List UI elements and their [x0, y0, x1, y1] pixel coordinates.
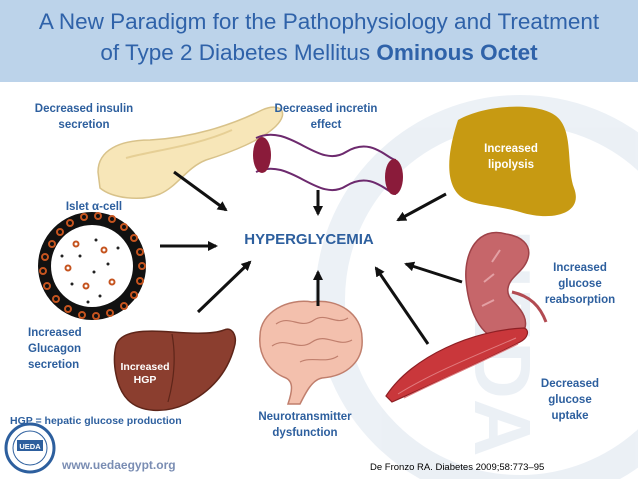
label-glucagon-line-3: secretion: [28, 359, 80, 371]
label-uptake-line-3: uptake: [551, 410, 589, 422]
label-lipolysis: Increased lipolysis: [466, 141, 556, 173]
ueda-logo: UEDA: [4, 422, 56, 474]
kidney-illustration: [465, 231, 548, 343]
arrow-reabsorption: [404, 261, 463, 284]
label-insulin-line-2: secretion: [58, 119, 110, 131]
label-glucagon-line-1: Increased: [28, 327, 82, 339]
label-neuro-line-1: Neurotransmitter: [258, 411, 352, 423]
label-lipolysis-line-2: lipolysis: [487, 159, 535, 171]
pancreas-illustration: [97, 106, 284, 199]
label-reabsorption: Increased glucose reabsorption: [530, 260, 630, 308]
website-link[interactable]: www.uedaegypt.org: [62, 458, 176, 472]
muscle-illustration: [385, 327, 529, 403]
islet-cell-illustration: [38, 212, 146, 320]
brain-illustration: [259, 300, 363, 405]
lipolysis-blob: [449, 106, 576, 217]
logo-text: UEDA: [19, 442, 41, 451]
label-incretin-line-1: Decreased incretin: [274, 103, 378, 115]
arrow-lipolysis: [396, 192, 447, 222]
title-line-2: of Type 2 Diabetes Mellitus Ominous Octe…: [0, 37, 638, 68]
label-glucagon: Increased Glucagon secretion: [28, 325, 118, 373]
title-banner: [0, 0, 638, 82]
title-line-2-prefix: of Type 2 Diabetes Mellitus: [100, 40, 371, 65]
label-reabsorption-line-3: reabsorption: [544, 294, 616, 306]
liver-illustration: [113, 328, 236, 412]
label-reabsorption-line-2: glucose: [558, 278, 602, 290]
label-incretin-line-2: effect: [310, 119, 342, 131]
arrow-muscle: [374, 266, 430, 345]
citation: De Fronzo RA. Diabetes 2009;58:773–95: [370, 462, 545, 473]
incretin-illustration: [253, 133, 403, 195]
label-incretin: Decreased incretin effect: [256, 101, 396, 133]
arrow-liver: [196, 260, 252, 314]
label-islet: Islet α-cell: [65, 201, 123, 213]
hyperglycemia-label: HYPERGLYCEMIA: [244, 231, 374, 248]
label-insulin-line-1: Decreased insulin: [34, 103, 134, 115]
label-hgp-line-2: HGP: [133, 374, 157, 386]
arrows: [160, 170, 463, 345]
label-hgp: Increased HGP: [112, 361, 178, 387]
label-uptake: Decreased glucose uptake: [520, 376, 620, 424]
label-uptake-line-2: glucose: [548, 394, 592, 406]
slide-title: A New Paradigm for the Pathophysiology a…: [0, 6, 638, 68]
label-uptake-line-1: Decreased: [540, 378, 600, 390]
label-neuro-line-2: dysfunction: [272, 427, 338, 439]
label-reabsorption-line-1: Increased: [553, 262, 607, 274]
title-line-1: A New Paradigm for the Pathophysiology a…: [38, 9, 600, 34]
hgp-footnote: HGP = hepatic glucose production: [10, 415, 182, 427]
label-hgp-line-1: Increased: [120, 361, 170, 373]
label-glucagon-line-2: Glucagon: [28, 343, 82, 355]
arrow-insulin: [173, 170, 228, 212]
label-insulin: Decreased insulin secretion: [14, 101, 154, 133]
label-lipolysis-line-1: Increased: [484, 143, 538, 155]
title-line-2-emphasis: Ominous Octet: [376, 40, 538, 65]
label-neuro: Neurotransmitter dysfunction: [240, 409, 370, 441]
